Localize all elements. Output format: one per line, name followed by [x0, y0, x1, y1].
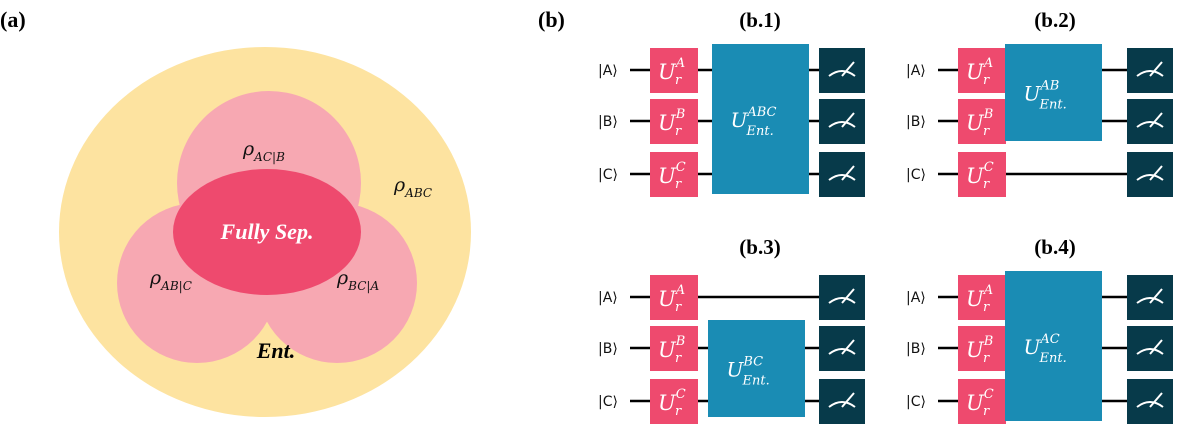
ket-label: |C⟩	[906, 167, 926, 183]
circuit-title: (b.2)	[1034, 8, 1075, 32]
rotation-gate	[650, 326, 698, 371]
meter-needle-icon	[1149, 288, 1163, 304]
meter-arc-icon	[1136, 174, 1164, 181]
meter-arc-icon	[1136, 70, 1164, 77]
meter-needle-icon	[841, 165, 855, 181]
entangler-gate	[712, 44, 809, 194]
entangler-gate	[1005, 44, 1102, 141]
meter-needle-icon	[841, 112, 855, 128]
ket-label: |A⟩	[906, 290, 926, 306]
meter-arc-icon	[1136, 401, 1164, 408]
rho-bc-a-label: ρBC|A	[336, 267, 379, 293]
ket-label: |A⟩	[906, 63, 926, 79]
ket-label: |B⟩	[906, 341, 926, 357]
meter-arc-icon	[828, 121, 856, 128]
rotation-gate	[650, 275, 698, 320]
meter-needle-icon	[841, 392, 855, 408]
meter-arc-icon	[828, 297, 856, 304]
meter-arc-icon	[828, 174, 856, 181]
entangler-gate	[1005, 271, 1102, 421]
rho-ab-c-label: ρAB|C	[149, 267, 192, 293]
ket-label: |C⟩	[906, 394, 926, 410]
ket-label: |B⟩	[598, 114, 618, 130]
meter-needle-icon	[1149, 61, 1163, 77]
ket-label: |C⟩	[598, 394, 618, 410]
panel-a-label: (a)	[0, 7, 26, 32]
meter-needle-icon	[1149, 339, 1163, 355]
rotation-gate	[650, 379, 698, 424]
meter-arc-icon	[1136, 121, 1164, 128]
panel-b-label: (b)	[538, 7, 565, 32]
ket-label: |A⟩	[598, 63, 618, 79]
meter-arc-icon	[828, 401, 856, 408]
meter-arc-icon	[1136, 348, 1164, 355]
meter-arc-icon	[828, 348, 856, 355]
rotation-gate	[958, 48, 1006, 93]
meter-arc-icon	[1136, 297, 1164, 304]
rotation-gate	[958, 152, 1006, 197]
meter-needle-icon	[841, 339, 855, 355]
rotation-gate	[958, 326, 1006, 371]
rotation-gate	[650, 48, 698, 93]
ket-label: |A⟩	[598, 290, 618, 306]
circuit-title: (b.3)	[739, 235, 780, 259]
rotation-gate	[650, 99, 698, 144]
meter-needle-icon	[1149, 392, 1163, 408]
entangler-gate	[708, 320, 805, 417]
fully-sep-label: Fully Sep.	[220, 219, 314, 244]
circuit-title: (b.4)	[1034, 235, 1075, 259]
rotation-gate	[958, 99, 1006, 144]
rotation-gate	[958, 275, 1006, 320]
ket-label: |B⟩	[906, 114, 926, 130]
rho-ac-b-label: ρAC|B	[242, 138, 285, 164]
rotation-gate	[650, 152, 698, 197]
ket-label: |B⟩	[598, 341, 618, 357]
meter-needle-icon	[841, 61, 855, 77]
fully-separable-region	[173, 169, 361, 295]
rotation-gate	[958, 379, 1006, 424]
ket-label: |C⟩	[598, 167, 618, 183]
circuit-title: (b.1)	[739, 8, 780, 32]
meter-needle-icon	[1149, 112, 1163, 128]
meter-needle-icon	[841, 288, 855, 304]
meter-arc-icon	[828, 70, 856, 77]
rho-abc-label: ρABC	[393, 174, 432, 200]
ent-label: Ent.	[256, 338, 296, 363]
meter-needle-icon	[1149, 165, 1163, 181]
